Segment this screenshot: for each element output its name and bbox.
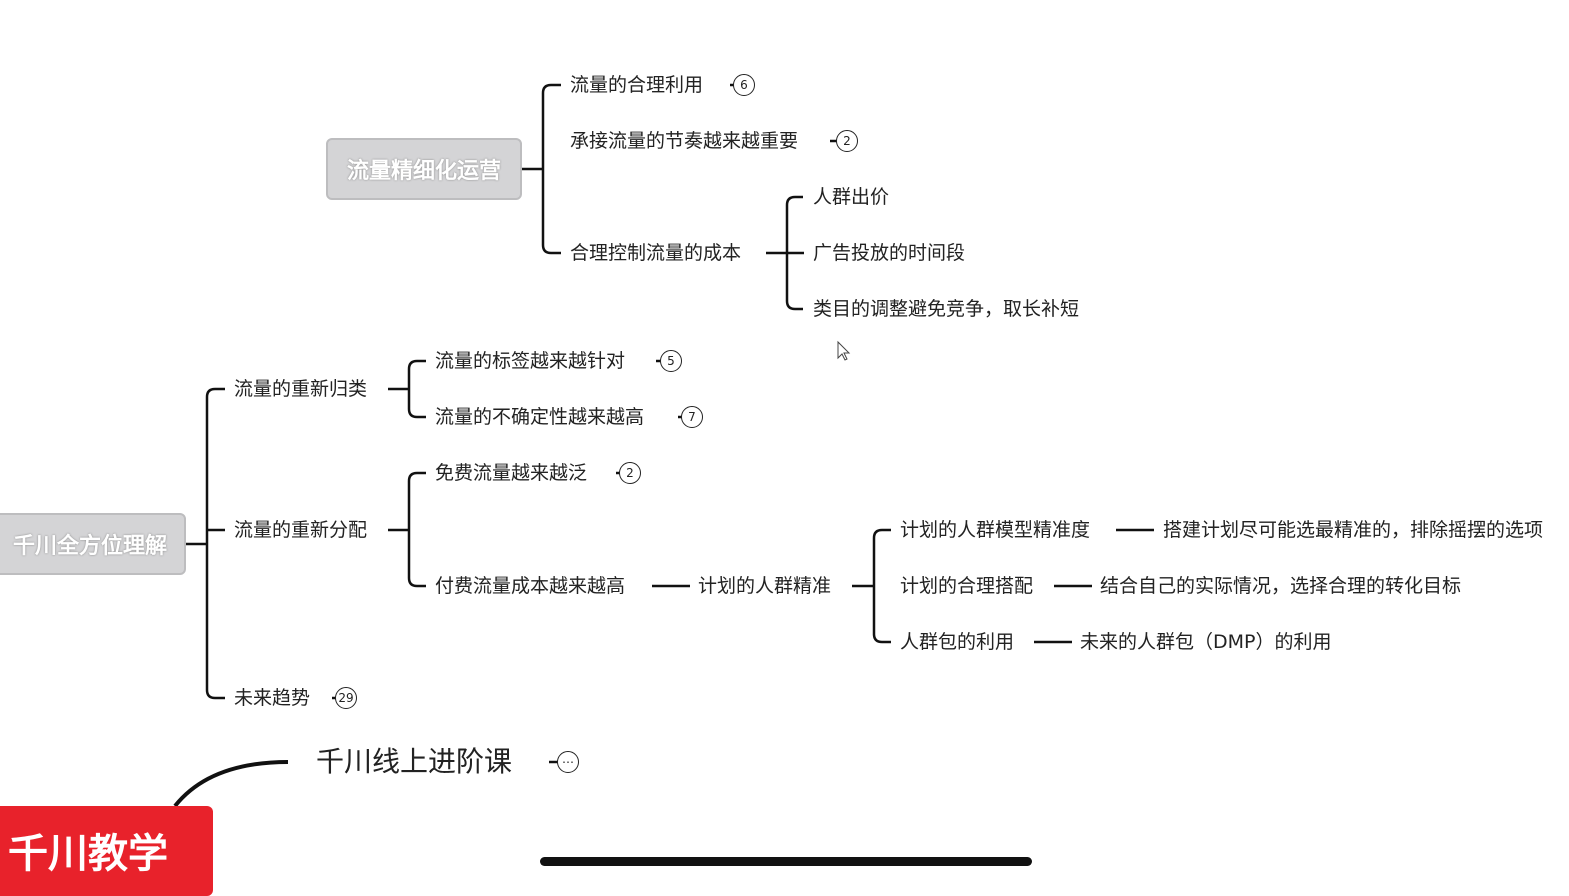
node[interactable]: 合理控制流量的成本 — [570, 242, 742, 264]
collapsed-count-badge[interactable]: 7 — [681, 406, 703, 428]
collapsed-count-badge[interactable]: 29 — [335, 687, 357, 709]
node[interactable]: 广告投放的时间段 — [813, 242, 966, 264]
node-qianchuan-overview[interactable]: 千川全方位理解 — [0, 513, 186, 575]
node-course[interactable]: 千川线上进阶课 — [316, 745, 513, 778]
node[interactable]: 流量的不确定性越来越高 — [435, 406, 645, 428]
collapsed-count-badge[interactable]: 2 — [619, 462, 641, 484]
node[interactable]: 计划的合理搭配 — [900, 575, 1034, 597]
collapsed-count-badge[interactable]: 6 — [733, 74, 755, 96]
node[interactable]: 流量的合理利用 — [570, 74, 704, 96]
collapsed-count-badge[interactable]: 2 — [836, 130, 858, 152]
node[interactable]: 搭建计划尽可能选最精准的，排除摇摆的选项 — [1163, 519, 1544, 541]
node[interactable]: 人群出价 — [813, 186, 890, 208]
node[interactable]: 未来的人群包（DMP）的利用 — [1080, 631, 1332, 653]
cursor-icon — [837, 340, 851, 361]
collapsed-count-badge[interactable]: 5 — [660, 350, 682, 372]
node[interactable]: 流量的重新分配 — [234, 519, 368, 541]
node[interactable]: 流量的重新归类 — [234, 378, 368, 400]
node[interactable]: 付费流量成本越来越高 — [435, 575, 626, 597]
more-icon[interactable]: ⋯ — [557, 751, 579, 773]
node[interactable]: 结合自己的实际情况，选择合理的转化目标 — [1100, 575, 1462, 597]
home-indicator[interactable] — [540, 857, 1032, 866]
banner-label: 千川教学 — [8, 831, 168, 877]
node[interactable]: 流量的标签越来越针对 — [435, 350, 626, 372]
node[interactable]: 免费流量越来越泛 — [435, 462, 588, 484]
node[interactable]: 计划的人群精准 — [698, 575, 832, 597]
node-traffic-fine-operation[interactable]: 流量精细化运营 — [326, 138, 522, 200]
node[interactable]: 人群包的利用 — [900, 631, 1015, 653]
node[interactable]: 承接流量的节奏越来越重要 — [570, 130, 799, 152]
node[interactable]: 未来趋势 — [234, 687, 311, 709]
node[interactable]: 计划的人群模型精准度 — [900, 519, 1091, 541]
node[interactable]: 类目的调整避免竞争，取长补短 — [813, 298, 1080, 320]
banner: 千川教学 — [0, 806, 213, 896]
